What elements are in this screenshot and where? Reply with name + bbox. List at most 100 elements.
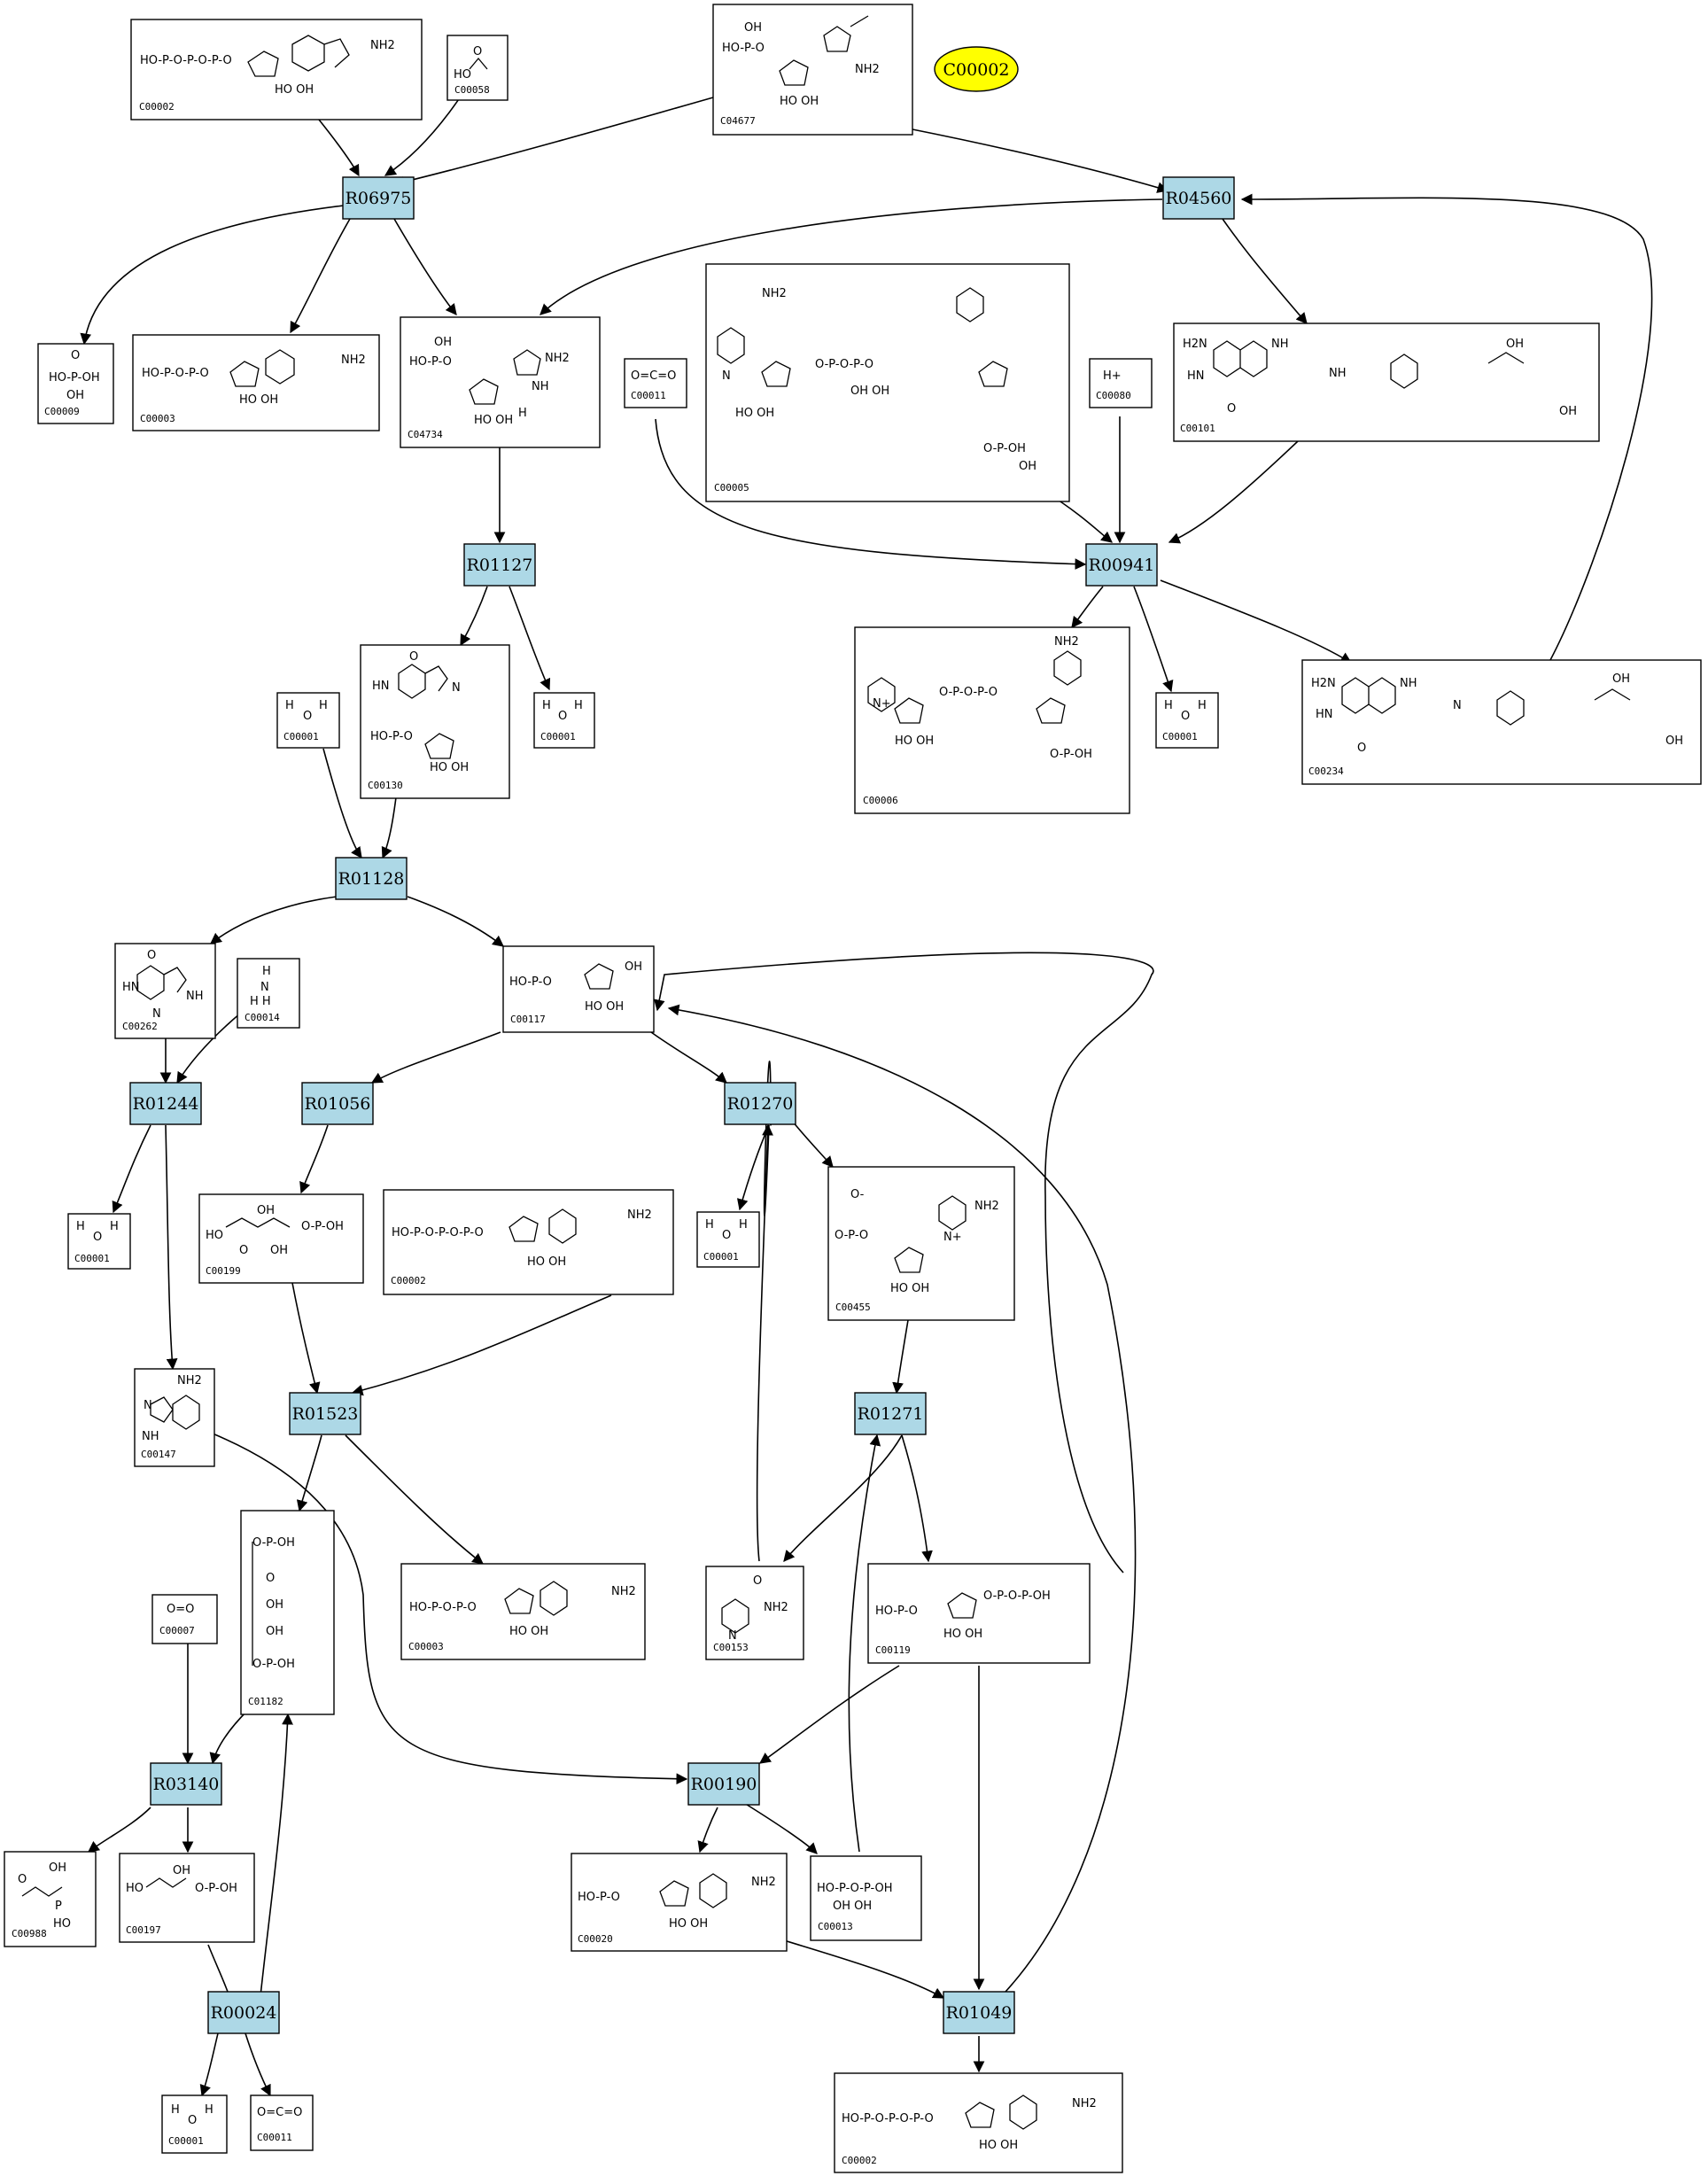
structure-text: O-P-OH — [301, 1220, 344, 1233]
compound-node[interactable]: HO-P-O NH2 HO OH C00020 — [571, 1853, 788, 1952]
structure-text: O — [71, 349, 80, 362]
compound-node[interactable]: H2N NH HN O N OH OH C00234 — [1301, 659, 1702, 785]
reaction-node[interactable]: R01128 — [335, 857, 408, 900]
compound-node[interactable]: NH2 N+ O-P-O-P-O HO OH O-P-OH C00006 — [854, 626, 1130, 814]
compound-node[interactable]: O-P-OH O OH OH O-P-OH C01182 — [240, 1510, 335, 1715]
edge — [212, 1433, 688, 1785]
reaction-node[interactable]: R00190 — [687, 1762, 760, 1806]
highlight-node[interactable]: C00002 — [934, 46, 1019, 92]
structure-drawing: HO-P-O-P-O-P-O NH2 HO OH — [392, 1208, 652, 1269]
edge — [199, 2032, 219, 2097]
compound-node[interactable]: O HN N NH C00262 — [114, 943, 216, 1039]
structure-text: O — [753, 1574, 762, 1588]
reaction-node[interactable]: R04560 — [1162, 176, 1235, 220]
structure-text: O — [1181, 710, 1190, 723]
compound-node[interactable]: O=C=O C00011 — [250, 2094, 314, 2151]
compound-node[interactable]: OH HO-P-O NH2 HO OH C04677 — [712, 4, 913, 136]
compound-node[interactable]: H+ C00080 — [1089, 358, 1153, 408]
structure-drawing: O NH2 N — [721, 1574, 788, 1643]
compound-node[interactable]: HO O C00058 — [446, 35, 509, 101]
compound-node[interactable]: O HO-P-OH OH C00009 — [37, 343, 114, 424]
reaction-node[interactable]: R00024 — [207, 1991, 280, 2034]
reaction-node[interactable]: R01127 — [463, 543, 536, 587]
compound-node[interactable]: HO OH O OH O-P-OH C00199 — [198, 1193, 364, 1284]
reaction-node[interactable]: R01271 — [854, 1392, 927, 1435]
compound-label: C00234 — [1308, 765, 1344, 777]
structure-text: H — [110, 1220, 119, 1233]
structure-text: H H — [250, 995, 271, 1008]
compound-label: C00147 — [141, 1449, 176, 1460]
structure-text: O-P-O — [835, 1229, 868, 1242]
compound-node[interactable]: OH O P HO C00988 — [4, 1851, 97, 1947]
structure-text: HO — [206, 1229, 223, 1242]
reaction-node[interactable]: R03140 — [150, 1762, 222, 1806]
compound-node[interactable]: H2N NH HN O NH OH OH C00101 — [1173, 323, 1600, 442]
structure-text: HO-P-O-P-O — [142, 367, 209, 380]
compound-node[interactable]: O HN N HO-P-O HO OH C00130 — [360, 644, 510, 799]
compound-node[interactable]: H O H C00001 — [161, 2094, 228, 2154]
edge — [509, 586, 551, 691]
compound-node[interactable]: H O H C00001 — [1155, 692, 1219, 749]
structure-text: NH2 — [764, 1601, 788, 1614]
structure-text: HO-P-O-P-O — [409, 1601, 477, 1614]
structure-drawing: HO-P-O-P-OH OH OH — [817, 1882, 893, 1913]
reaction-node[interactable]: R06975 — [342, 176, 415, 220]
compound-node[interactable]: HO-P-O-P-O-P-O NH2 HO OH C00002 — [834, 2072, 1123, 2173]
reaction-node[interactable]: R01523 — [289, 1392, 361, 1435]
compound-label: C00002 — [139, 101, 175, 113]
compound-node[interactable]: HO-P-O-P-O-P-O NH2 HO OH C00002 — [383, 1189, 674, 1295]
structure-text: HO OH — [509, 1625, 548, 1638]
reaction-node[interactable]: R01244 — [129, 1082, 202, 1125]
structure-text: HO-P-O — [509, 975, 552, 989]
structure-text: OH OH — [833, 1900, 872, 1913]
structure-text: N+ — [943, 1231, 962, 1244]
compound-node[interactable]: HO-P-O-P-O-P-O NH2 HO OH C00002 — [130, 19, 423, 120]
edge — [756, 1123, 773, 1562]
compound-node[interactable]: H O H C00001 — [696, 1211, 760, 1268]
structure-text: HN — [1316, 708, 1333, 721]
compound-label: C00001 — [74, 1253, 110, 1264]
edge — [80, 205, 345, 346]
compound-node[interactable]: HO-P-O OH HO OH C00117 — [502, 945, 655, 1033]
structure-text: NH2 — [611, 1585, 636, 1598]
edge — [392, 97, 714, 188]
compound-node[interactable]: NH2 N NH C00147 — [134, 1368, 215, 1467]
compound-label: C00006 — [863, 795, 898, 806]
edge — [87, 1807, 151, 1853]
compound-label: C00003 — [140, 413, 175, 424]
edge — [407, 896, 505, 947]
structure-text: OH — [1506, 338, 1524, 351]
reaction-node[interactable]: R01270 — [724, 1082, 796, 1125]
compound-node[interactable]: HO-P-O-P-O NH2 HO OH C00003 — [132, 334, 380, 431]
edge — [743, 1802, 818, 1854]
compound-node[interactable]: OH HO-P-O NH2 NH H HO OH C04734 — [400, 316, 601, 448]
compound-node[interactable]: H O H C00001 — [67, 1213, 131, 1270]
compound-node[interactable]: HO-P-O-P-OH OH OH C00013 — [810, 1855, 922, 1941]
structure-text: HO OH — [669, 1917, 708, 1931]
compound-node[interactable]: O- O-P-O NH2 N+ HO OH C00455 — [827, 1166, 1015, 1321]
reaction-node[interactable]: R01056 — [301, 1082, 374, 1125]
compound-node[interactable]: HO-P-O O-P-O-P-OH HO OH C00119 — [867, 1563, 1091, 1664]
structure-text: NH2 — [1054, 635, 1079, 649]
reaction-node[interactable]: R01049 — [943, 1991, 1015, 2034]
compound-node[interactable]: O=O C00007 — [151, 1594, 218, 1644]
reaction-node[interactable]: R00941 — [1085, 543, 1158, 587]
reaction-label: R04560 — [1166, 189, 1232, 208]
edge — [655, 418, 1087, 571]
edge — [667, 1004, 1137, 1993]
structure-text: N — [722, 369, 731, 383]
compound-node[interactable]: H N H H C00014 — [237, 958, 300, 1029]
compound-label: C00003 — [408, 1641, 444, 1652]
compound-node[interactable]: O=C=O C00011 — [624, 358, 687, 408]
structure-text: OH — [1019, 460, 1036, 473]
reaction-label: R06975 — [345, 189, 412, 208]
compound-node[interactable]: NH2 N O-P-O-P-O OH OH HO OH O-P-OH OH C0… — [705, 263, 1070, 502]
compound-node[interactable]: HO OH O-P-OH C00197 — [119, 1853, 255, 1943]
compound-node[interactable]: O NH2 N C00153 — [705, 1566, 804, 1660]
compound-label: C00011 — [631, 390, 666, 401]
compound-node[interactable]: H O H C00001 — [276, 692, 340, 749]
compound-node[interactable]: HO-P-O-P-O NH2 HO OH C00003 — [400, 1563, 646, 1660]
compound-label: C00002 — [391, 1275, 426, 1286]
compound-node[interactable]: H O H C00001 — [533, 692, 595, 749]
structure-text: HO OH — [735, 407, 774, 420]
